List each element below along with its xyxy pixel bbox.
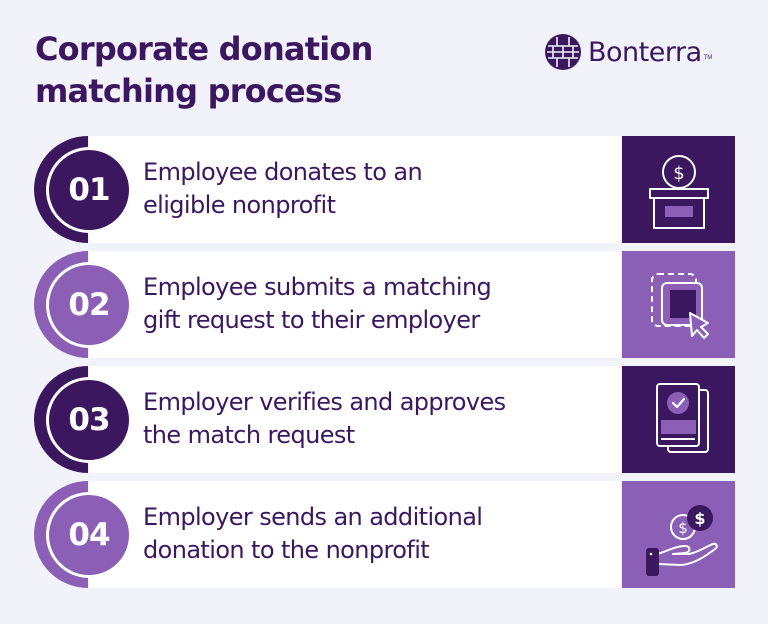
svg-text:$: $ [694,509,705,528]
brand-logo: Bonterra TM [545,34,712,70]
step-row-4: 04 Employer sends an additional donation… [0,481,768,588]
step-card [89,136,621,243]
donation-box-icon: $ [648,154,709,229]
trademark: TM [703,55,713,61]
step-description: Employee submits a matching gift request… [143,273,492,334]
step-number-badge: 01 [49,150,129,230]
step-description: Employee donates to an eligible nonprofi… [143,158,423,219]
step-number-badge: 02 [49,265,129,345]
select-cursor-icon [650,272,709,339]
page-title: Corporate donation matching process [35,28,373,112]
bonterra-logo-icon [545,34,581,70]
title-line-1: Corporate donation [35,30,373,68]
step-icon-box: $ [622,136,735,243]
step-number-badge: 03 [49,380,129,460]
svg-text:$: $ [673,163,684,184]
title-line-2: matching process [35,72,342,110]
step-description: Employer sends an additional donation to… [143,503,483,564]
step-icon-box [622,251,735,358]
step-icon-box: $ $ [622,481,735,588]
brand-name: Bonterra [588,36,702,68]
hand-coins-icon: $ $ [645,504,718,576]
svg-text:$: $ [678,519,688,537]
step-row-3: 03 Employer verifies and approves the ma… [0,366,768,473]
approved-document-icon [655,382,709,453]
step-number-badge: 04 [49,495,129,575]
step-row-2: 02 Employee submits a matching gift requ… [0,251,768,358]
step-description: Employer verifies and approves the match… [143,388,506,449]
step-card [89,481,621,588]
step-icon-box [622,366,735,473]
step-card [89,366,621,473]
step-card [89,251,621,358]
step-row-1: 01 Employee donates to an eligible nonpr… [0,136,768,243]
